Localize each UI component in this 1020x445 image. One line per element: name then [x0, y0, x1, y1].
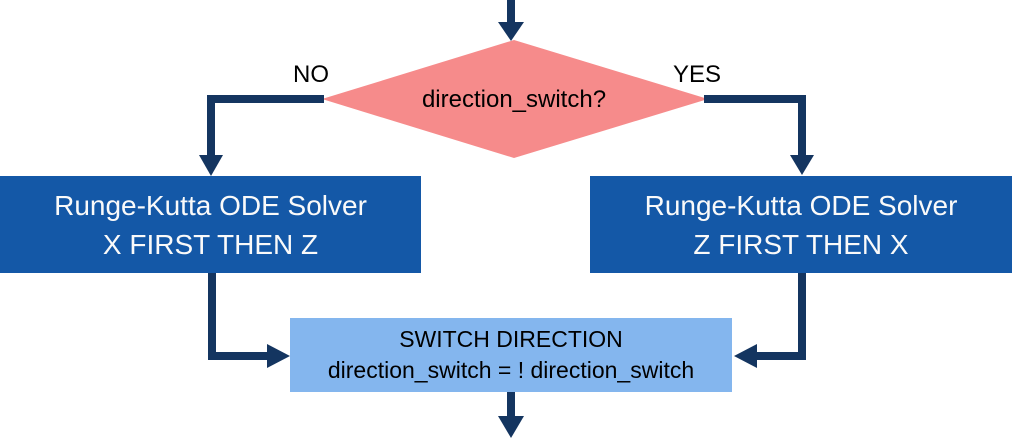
node-switch-direction-line2: direction_switch = ! direction_switch [327, 357, 695, 383]
branch-label-yes: YES [672, 61, 722, 88]
left-solver-to-switch-line [208, 273, 268, 360]
node-solver-x-first-line1: Runge-Kutta ODE Solver [54, 189, 367, 221]
left-solver-arrow-head-icon [267, 344, 290, 368]
yes-branch-line [704, 95, 806, 156]
node-solver-z-first-line1: Runge-Kutta ODE Solver [644, 189, 958, 221]
node-solver-z-first-line2: Z FIRST THEN X [693, 228, 909, 260]
branch-label-no: NO [293, 61, 329, 88]
right-solver-arrow-head-icon [734, 344, 757, 368]
outgoing-arrow-head-icon [498, 416, 524, 438]
node-solver-x-first-line2: X FIRST THEN Z [102, 228, 319, 260]
no-branch-arrow-head-icon [199, 155, 223, 176]
node-solver-z-first: Runge-Kutta ODE Solver Z FIRST THEN X [590, 176, 1012, 273]
node-solver-x-first: Runge-Kutta ODE Solver X FIRST THEN Z [0, 176, 421, 273]
node-switch-direction: SWITCH DIRECTION direction_switch = ! di… [290, 318, 732, 392]
yes-branch-arrow-head-icon [790, 155, 814, 175]
no-branch-line [207, 95, 324, 156]
node-switch-direction-line1: SWITCH DIRECTION [399, 326, 623, 352]
decision-diamond [322, 40, 708, 158]
incoming-arrow-head-icon [498, 22, 524, 41]
decision-label: direction_switch? [421, 86, 607, 113]
right-solver-to-switch-line [756, 273, 806, 360]
